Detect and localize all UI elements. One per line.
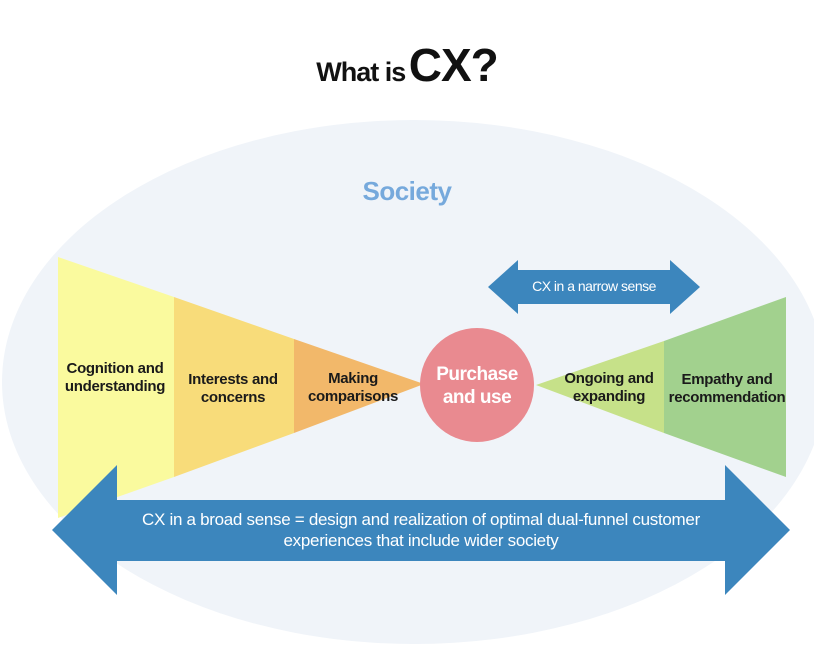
society-label: Society	[362, 176, 453, 206]
stage-label-ongoing: Ongoing and expanding	[564, 370, 654, 405]
broad-arrow-label: CX in a broad sense = design and realiza…	[142, 510, 700, 550]
funnel-left-stage-1	[58, 257, 174, 518]
purchase-label: Purchase and use	[436, 364, 518, 408]
funnel-right-stage-1	[536, 341, 664, 433]
funnel-left-stage-2	[174, 297, 294, 477]
funnel-left-stage-3	[294, 339, 424, 433]
narrow-arrow-label: CX in a narrow sense	[532, 278, 656, 294]
stage-label-comparisons: Making comparisons	[307, 370, 399, 405]
stage-label-interests: Interests and concerns	[188, 371, 278, 406]
stage-label-cognition: Cognition and understanding	[64, 360, 166, 395]
title-main: CX?	[408, 39, 499, 91]
narrow-arrow	[488, 260, 700, 314]
broad-arrow	[52, 465, 790, 595]
title-prefix: What is	[316, 57, 406, 87]
page-title: What is CX?	[0, 38, 814, 92]
stage-label-empathy: Empathy and recommendation	[668, 371, 786, 406]
funnel-right-stage-2	[664, 297, 786, 477]
purchase-circle	[420, 328, 534, 442]
